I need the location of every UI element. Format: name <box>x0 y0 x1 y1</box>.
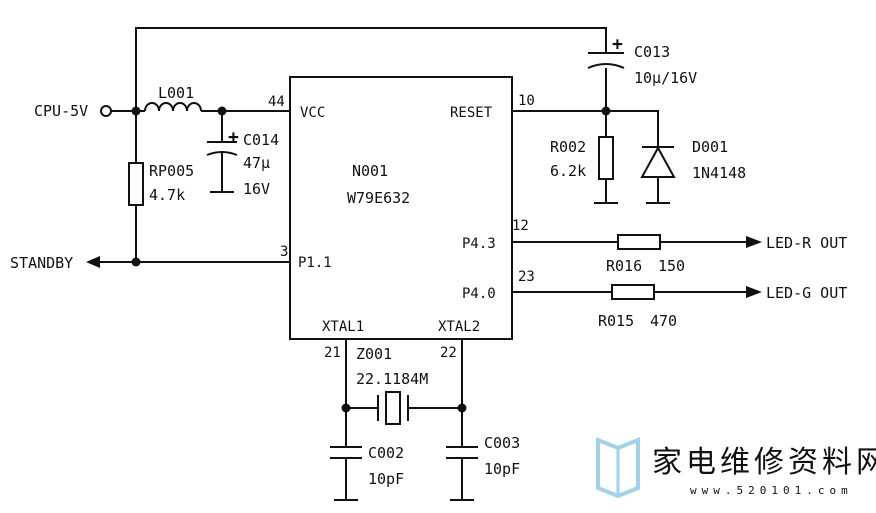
led-r-arrow <box>746 236 762 248</box>
c002-value: 10pF <box>368 470 404 488</box>
c003-value: 10pF <box>484 460 520 478</box>
led-r-out-label: LED-R OUT <box>766 234 847 252</box>
pin-label-xtal1: XTAL1 <box>322 319 364 335</box>
r016-ref: R016 <box>606 257 642 275</box>
r002-resistor <box>598 136 614 180</box>
d001-diode <box>640 145 676 178</box>
c002-ref: C002 <box>368 444 404 462</box>
pin-number-p43: 12 <box>512 218 529 234</box>
r015-value: 470 <box>650 312 677 330</box>
l001-ref: L001 <box>158 84 194 102</box>
c014-voltage: 16V <box>243 180 270 198</box>
c014-plate-bottom <box>206 151 238 156</box>
c014-ref: C014 <box>243 131 279 149</box>
pin-number-xtal2: 22 <box>440 345 457 361</box>
chip-body <box>289 76 513 340</box>
c013-value: 10μ/16V <box>634 69 697 87</box>
pin-label-vcc: VCC <box>300 105 325 121</box>
r002-value: 6.2k <box>550 162 586 180</box>
chip-part: W79E632 <box>347 189 410 207</box>
reset-wire <box>512 110 659 146</box>
pin-number-reset: 10 <box>518 93 535 109</box>
c013-plate-bottom <box>587 63 625 69</box>
d001-value: 1N4148 <box>692 164 746 182</box>
top-rail-wire <box>135 27 607 111</box>
c013-ref: C013 <box>634 43 670 61</box>
r015-resistor <box>611 284 655 300</box>
pin-number-p40: 23 <box>518 269 535 285</box>
rp005-value: 4.7k <box>149 186 185 204</box>
cpu-5v-terminal <box>100 105 112 117</box>
r015-ref: R015 <box>598 312 634 330</box>
rp005-resistor <box>128 162 144 206</box>
led-g-arrow <box>746 286 762 298</box>
c003-ref: C003 <box>484 434 520 452</box>
watermark-logo <box>596 437 640 499</box>
c014-plus: + <box>228 127 239 148</box>
r016-value: 150 <box>658 257 685 275</box>
junction-dot <box>457 403 467 413</box>
rp005-ref: RP005 <box>149 162 194 180</box>
r016-resistor <box>617 234 661 250</box>
z001-value: 22.1184M <box>356 370 428 388</box>
pin-number-xtal1: 21 <box>324 345 341 361</box>
l001-inductor <box>144 102 202 112</box>
r002-ref: R002 <box>550 138 586 156</box>
z001-crystal <box>385 391 401 425</box>
pin-label-p43: P4.3 <box>462 236 496 252</box>
watermark-url: www.520101.com <box>690 484 853 497</box>
c014-value: 47μ <box>243 154 270 172</box>
pin-number-p11: 3 <box>280 244 288 260</box>
pin-label-reset: RESET <box>450 105 493 121</box>
led-g-out-label: LED-G OUT <box>766 284 847 302</box>
pin-number-vcc: 44 <box>268 94 285 110</box>
cpu-5v-label: CPU-5V <box>34 102 88 120</box>
standby-arrow <box>86 256 100 268</box>
pin-label-p11: P1.1 <box>298 255 332 271</box>
pin-label-xtal2: XTAL2 <box>438 319 480 335</box>
d001-ref: D001 <box>692 138 728 156</box>
pin-label-p40: P4.0 <box>462 286 496 302</box>
watermark-text: 家电维修资料网 <box>652 445 876 480</box>
chip-ref: N001 <box>352 162 388 180</box>
z001-ref: Z001 <box>356 345 392 363</box>
junction-dot <box>131 257 141 267</box>
standby-label: STANDBY <box>10 254 73 272</box>
c013-plus: + <box>612 34 623 55</box>
